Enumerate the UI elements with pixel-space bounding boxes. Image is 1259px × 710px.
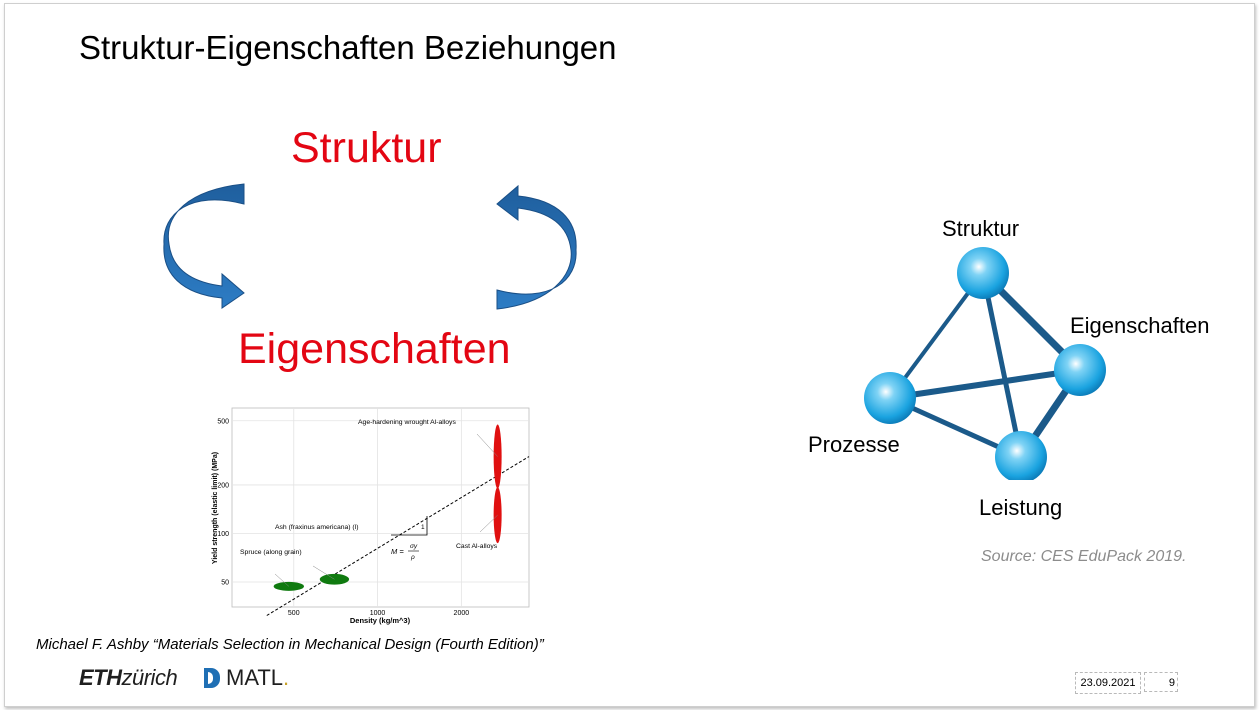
cycle-arrows: [163, 183, 577, 310]
slope-label: 1: [421, 524, 425, 531]
citation: Michael F. Ashby “Materials Selection in…: [36, 636, 544, 653]
slope-triangle: [391, 516, 428, 536]
guide-formula-denominator: ρ: [410, 554, 415, 561]
series-label: Spruce (along grain): [240, 549, 302, 556]
y-tick-label: 100: [217, 531, 229, 538]
chart-grid: [232, 408, 529, 607]
series-leader-line: [274, 573, 289, 587]
series-label: Ash (fraxinus americana) (l): [275, 524, 358, 531]
series-ellipse: [493, 487, 502, 544]
dmatl-d-icon: [204, 668, 220, 688]
y-axis-label: Yield strength (elastic limit) (MPa): [212, 452, 219, 564]
slide-title: Struktur-Eigenschaften Beziehungen: [79, 29, 617, 66]
series-leader-line: [479, 514, 498, 533]
x-axis-label: Density (kg/m^3): [350, 616, 411, 625]
node-prozesse: [864, 372, 916, 424]
cycle-word-eigenschaften: Eigenschaften: [238, 325, 511, 373]
guide-line-group: 1 M = σy ρ: [266, 456, 530, 616]
page-number: 9: [1144, 672, 1178, 692]
slide: [4, 3, 1255, 707]
node-struktur: [957, 247, 1009, 299]
series-leader-line: [312, 565, 335, 580]
tick-labels: 500 1000 2000 50 100 200 500: [217, 418, 469, 617]
network-diagram: [864, 247, 1106, 480]
series-group: Spruce (along grain) Ash (fraxinus americ…: [240, 419, 502, 591]
eth-logo-light: zürich: [121, 665, 178, 690]
node-leistung: [995, 431, 1047, 480]
guide-formula-numerator: σy: [410, 543, 418, 550]
edge-prozesse-eigenschaften: [889, 367, 1081, 401]
series-ellipse: [319, 573, 350, 585]
plot-area: [231, 407, 530, 608]
dmatl-logo: MATL.: [204, 665, 289, 691]
series-label: Age-hardening wrought Al-alloys: [358, 419, 456, 426]
eth-zurich-logo: ETHzürich: [79, 665, 178, 691]
left-curved-arrow: [163, 183, 245, 309]
edge-struktur-leistung: [980, 272, 1024, 458]
node-eigenschaften: [1054, 344, 1106, 396]
guide-line: [266, 456, 530, 616]
cycle-word-struktur: Struktur: [291, 124, 442, 172]
dmatl-logo-text: MATL: [226, 665, 284, 690]
series-ellipse: [273, 581, 305, 591]
series-leader-line: [476, 433, 498, 457]
y-tick-label: 50: [221, 580, 229, 587]
node-label-leistung: Leistung: [979, 495, 1063, 520]
dmatl-logo-dot: .: [283, 665, 290, 690]
y-tick-label: 500: [217, 418, 229, 425]
node-label-struktur: Struktur: [942, 216, 1020, 241]
node-label-prozesse: Prozesse: [808, 432, 900, 457]
ashby-chart: 1 M = σy ρ Spruce (along grain) Ash (fraxinu…: [212, 407, 530, 625]
y-tick-label: 200: [217, 482, 229, 489]
eth-logo-bold: ETH: [79, 665, 122, 690]
source-note: Source: CES EduPack 2019.: [981, 548, 1187, 565]
x-tick-label: 500: [288, 610, 300, 617]
date-field: 23.09.2021: [1075, 672, 1141, 694]
x-tick-label: 1000: [370, 610, 386, 617]
guide-formula-m: M =: [391, 547, 404, 556]
series-label: Cast Al-alloys: [456, 543, 498, 550]
x-tick-label: 2000: [454, 610, 470, 617]
node-label-eigenschaften: Eigenschaften: [1070, 313, 1210, 338]
right-curved-arrow: [496, 184, 577, 310]
